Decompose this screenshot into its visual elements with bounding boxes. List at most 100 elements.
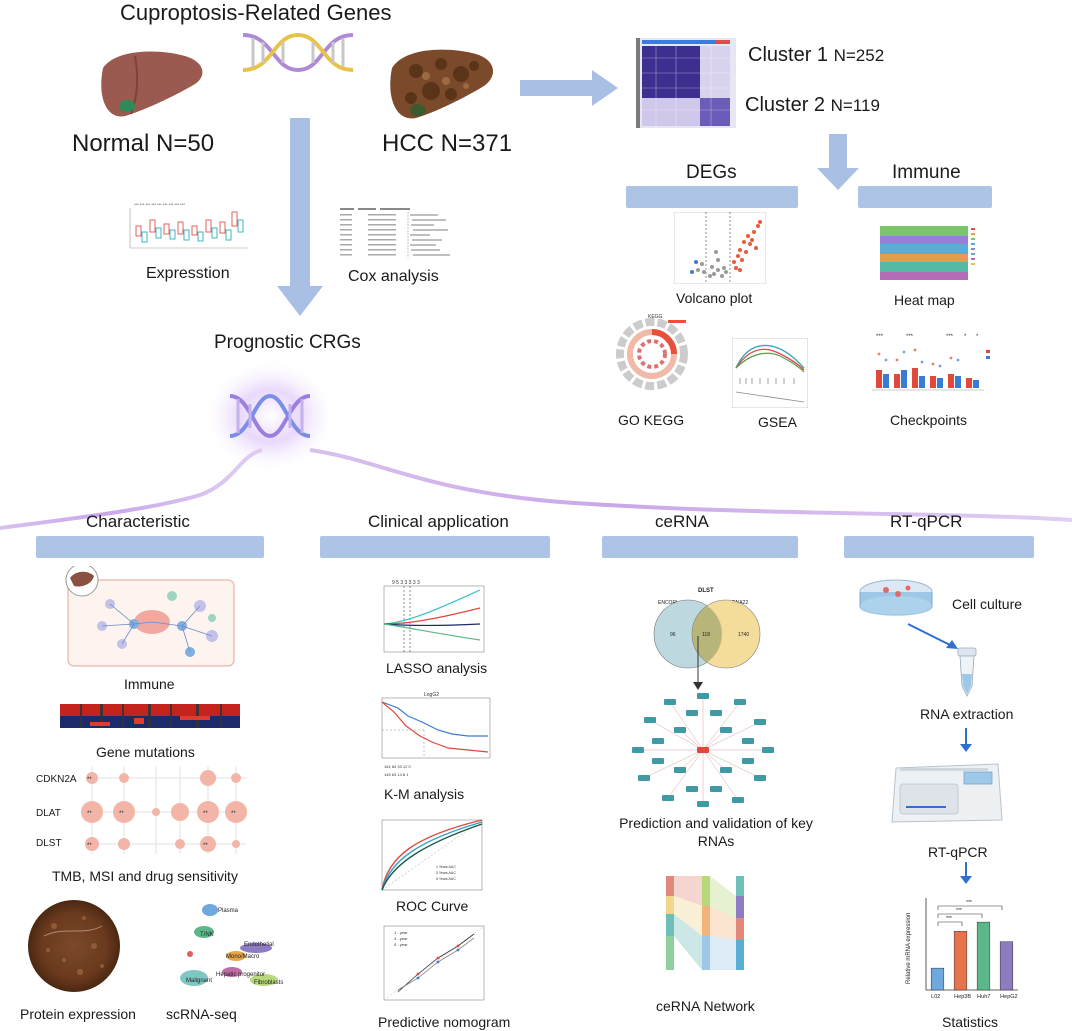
cerna-bar xyxy=(602,536,798,558)
expression-boxplot: *** *** *** *** *** *** *** *** *** xyxy=(129,202,248,249)
stats-xlabel-l02: L02 xyxy=(931,994,940,1000)
svg-text:***: *** xyxy=(946,334,954,340)
stats-bar-hep3b xyxy=(953,931,968,991)
right-arrow xyxy=(520,70,618,106)
cerna-prediction-network xyxy=(632,693,774,807)
statistics-label: Statistics xyxy=(942,1014,999,1030)
ihc-stain-image xyxy=(28,900,120,992)
dna-icon xyxy=(242,32,354,73)
main-title: Cuproptosis-Related Genes xyxy=(120,0,392,25)
stats-ylabel: Relative mRNA expression xyxy=(906,913,912,984)
down-arrow-clusters xyxy=(817,134,859,190)
statistics-bar-chart: Relative mRNA expression *** *** *** L02… xyxy=(906,898,1018,1000)
stats-sig-0: *** xyxy=(946,916,952,922)
immune-heatmap xyxy=(880,226,975,280)
stats-bar-l02 xyxy=(930,967,945,991)
nomogram-label: Predictive nomogram xyxy=(378,1014,511,1030)
characteristic-bar xyxy=(36,536,264,558)
scrna-umap: Plasma T/NK Endothelial Mono/Macro Hepat… xyxy=(180,904,283,986)
cluster1-n: N=252 xyxy=(833,46,885,65)
heatmap-label: Heat map xyxy=(894,292,955,308)
venn-right-only: 1740 xyxy=(738,632,749,638)
degs-label: DEGs xyxy=(686,162,737,183)
rna-extraction-label: RNA extraction xyxy=(920,706,1014,722)
venn-left-only: 96 xyxy=(670,632,676,638)
stats-bar-hepg2 xyxy=(999,941,1014,991)
cox-label: Cox analysis xyxy=(348,268,439,285)
svg-text:3 Years AUC: 3 Years AUC xyxy=(436,871,456,875)
nomogram-legend-0: 1 - year xyxy=(394,930,408,935)
svg-text:*: * xyxy=(964,334,967,340)
immune-label-top: Immune xyxy=(892,162,961,183)
scrna-cluster-1: T/NK xyxy=(200,932,214,938)
lasso-plot: 9 5 3 3 3 3 3 xyxy=(383,580,485,653)
degs-bar xyxy=(626,186,798,208)
venn-diagram: DLST ENCORI RNA22 96 118 1740 xyxy=(653,588,761,669)
protein-label: Protein expression xyxy=(20,1006,136,1022)
scrna-cluster-6: Fibroblasts xyxy=(254,980,283,986)
scrna-cluster-2: Endothelial xyxy=(244,942,274,948)
section-clinical: Clinical application xyxy=(368,512,509,531)
svg-text:**: ** xyxy=(87,811,92,817)
go-kegg-circle: KEGG xyxy=(616,314,688,390)
nomogram-legend-2: 5 - year xyxy=(394,942,408,947)
svg-text:**: ** xyxy=(87,843,92,849)
venn-left-label: ENCORI xyxy=(658,600,677,606)
volcano-plot xyxy=(674,212,766,284)
stats-sig-1: *** xyxy=(956,908,962,914)
hcc-liver-icon xyxy=(390,49,494,119)
svg-text:**: ** xyxy=(87,777,92,783)
rtqpcr-bar xyxy=(844,536,1034,558)
gene-cdkn2a: CDKN2A xyxy=(36,774,77,785)
cluster1: Cluster 1 N=252 xyxy=(748,44,884,67)
qpcr-machine-icon xyxy=(891,763,1003,823)
mutations-label: Gene mutations xyxy=(96,744,195,760)
gene-dlst: DLST xyxy=(36,838,62,849)
venn-title: DLST xyxy=(698,588,714,594)
svg-text:**: ** xyxy=(119,811,124,817)
svg-text:9 5 3 3 3 3 3: 9 5 3 3 3 3 3 xyxy=(392,580,420,586)
cox-forest-plot xyxy=(340,208,450,258)
flow-curve xyxy=(0,448,1072,530)
nomogram-legend-1: 3 - year xyxy=(394,936,408,941)
scrna-cluster-4: Hepatic progenitor xyxy=(216,972,265,978)
svg-text:*: * xyxy=(976,334,979,340)
gene-mutations-plot xyxy=(60,704,240,736)
venn-overlap: 118 xyxy=(702,632,710,638)
go-panel-title: KEGG xyxy=(648,314,663,320)
normal-liver-icon xyxy=(101,51,203,117)
rtqpcr-label: RT-qPCR xyxy=(928,844,988,860)
svg-text:145 63 14 8 1: 145 63 14 8 1 xyxy=(384,772,409,777)
svg-text:**: ** xyxy=(231,811,236,817)
stats-sig-2: *** xyxy=(966,900,972,906)
immune-bar xyxy=(858,186,992,208)
section-cerna: ceRNA xyxy=(655,512,709,531)
lasso-label: LASSO analysis xyxy=(386,660,488,676)
expression-label: Expresstion xyxy=(146,265,230,282)
normal-label: Normal N=50 xyxy=(72,130,215,157)
clinical-bar xyxy=(320,536,550,558)
scrna-cluster-3: Mono/Macro xyxy=(226,954,260,960)
roc-label: ROC Curve xyxy=(396,898,469,914)
scrna-label: scRNA-seq xyxy=(166,1006,237,1022)
cluster1-label: Cluster 1 xyxy=(748,44,829,66)
km-title: LogG2 xyxy=(424,692,439,698)
hcc-label: HCC N=371 xyxy=(382,130,513,157)
blue-arrow-2 xyxy=(960,728,972,752)
glowing-dna-icon xyxy=(202,358,338,474)
checkpoints-plot: *** *** *** * * xyxy=(872,334,990,391)
stats-xlabel-huh7: Huh7 xyxy=(977,994,990,1000)
tmb-bubble-plot: ************** xyxy=(81,766,247,854)
gokegg-label: GO KEGG xyxy=(618,412,685,428)
cluster2: Cluster 2 N=119 xyxy=(745,94,880,117)
gsea-plot xyxy=(732,338,808,408)
network-label: ceRNA Network xyxy=(656,998,755,1014)
blue-arrow-1 xyxy=(907,623,958,649)
petri-dish-icon xyxy=(859,579,933,616)
svg-text:***: *** xyxy=(876,334,884,340)
blue-arrow-3 xyxy=(960,862,972,884)
checkpoints-label: Checkpoints xyxy=(890,412,968,428)
tube-icon xyxy=(957,647,977,697)
volcano-label: Volcano plot xyxy=(676,290,753,306)
